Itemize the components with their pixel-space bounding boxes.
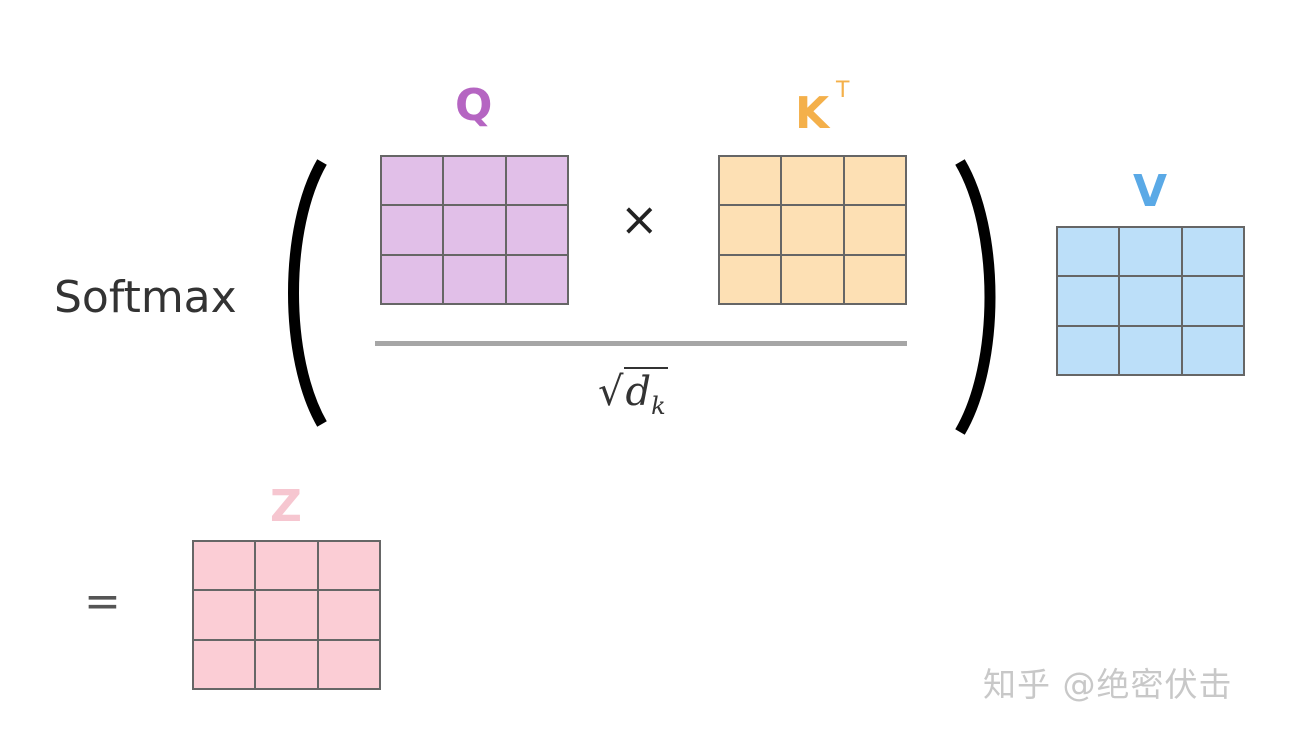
matrix-cell <box>255 639 318 689</box>
left-parenthesis <box>288 159 327 427</box>
matrix-cell <box>843 156 906 206</box>
matrix-cell <box>505 254 568 304</box>
matrix-cell <box>443 205 506 255</box>
matrix-cell <box>1057 276 1120 326</box>
matrix-k-label: K <box>795 88 830 139</box>
sqrt-dk-denominator: √dk <box>598 367 668 418</box>
matrix-cell <box>1181 276 1244 326</box>
fraction-bar <box>375 341 907 346</box>
radical-sign: √ <box>598 369 624 415</box>
matrix-cell <box>381 254 444 304</box>
matrix-cell <box>1119 325 1182 375</box>
matrix-cell <box>719 156 782 206</box>
matrix-z-label: Z <box>270 481 302 532</box>
matrix-cell <box>381 156 444 206</box>
matrix-q-label: Q <box>455 80 493 131</box>
matrix-cell <box>505 205 568 255</box>
matrix-cell <box>505 156 568 206</box>
matrix-cell <box>255 541 318 591</box>
matrix-cell <box>317 639 380 689</box>
equals-operator: = <box>84 576 121 627</box>
matrix-cell <box>193 541 256 591</box>
matrix-cell <box>843 205 906 255</box>
matrix-cell <box>443 156 506 206</box>
matrix-cell <box>781 156 844 206</box>
matrix-cell <box>1057 227 1120 277</box>
matrix-cell <box>1181 325 1244 375</box>
matrix-cell <box>193 590 256 640</box>
matrix-q <box>380 155 569 305</box>
matrix-v <box>1056 226 1245 376</box>
matrix-k-transpose <box>718 155 907 305</box>
matrix-cell <box>719 205 782 255</box>
matrix-cell <box>381 205 444 255</box>
matrix-cell <box>317 541 380 591</box>
matrix-cell <box>1119 227 1182 277</box>
right-parenthesis <box>955 159 996 435</box>
multiply-operator: × <box>620 192 659 246</box>
radicand: dk <box>623 367 668 418</box>
matrix-cell <box>781 254 844 304</box>
matrix-cell <box>1119 276 1182 326</box>
watermark: 知乎 @绝密伏击 <box>983 665 1233 704</box>
matrix-cell <box>255 590 318 640</box>
dk-base: d <box>625 369 652 415</box>
matrix-cell <box>193 639 256 689</box>
matrix-cell <box>1057 325 1120 375</box>
matrix-cell <box>843 254 906 304</box>
matrix-z <box>192 540 381 690</box>
dk-subscript: k <box>651 392 666 420</box>
matrix-cell <box>317 590 380 640</box>
softmax-label: Softmax <box>54 272 237 323</box>
matrix-cell <box>781 205 844 255</box>
matrix-v-label: V <box>1133 166 1168 217</box>
matrix-cell <box>443 254 506 304</box>
matrix-cell <box>719 254 782 304</box>
matrix-k-transpose-superscript: T <box>836 78 850 103</box>
matrix-cell <box>1181 227 1244 277</box>
